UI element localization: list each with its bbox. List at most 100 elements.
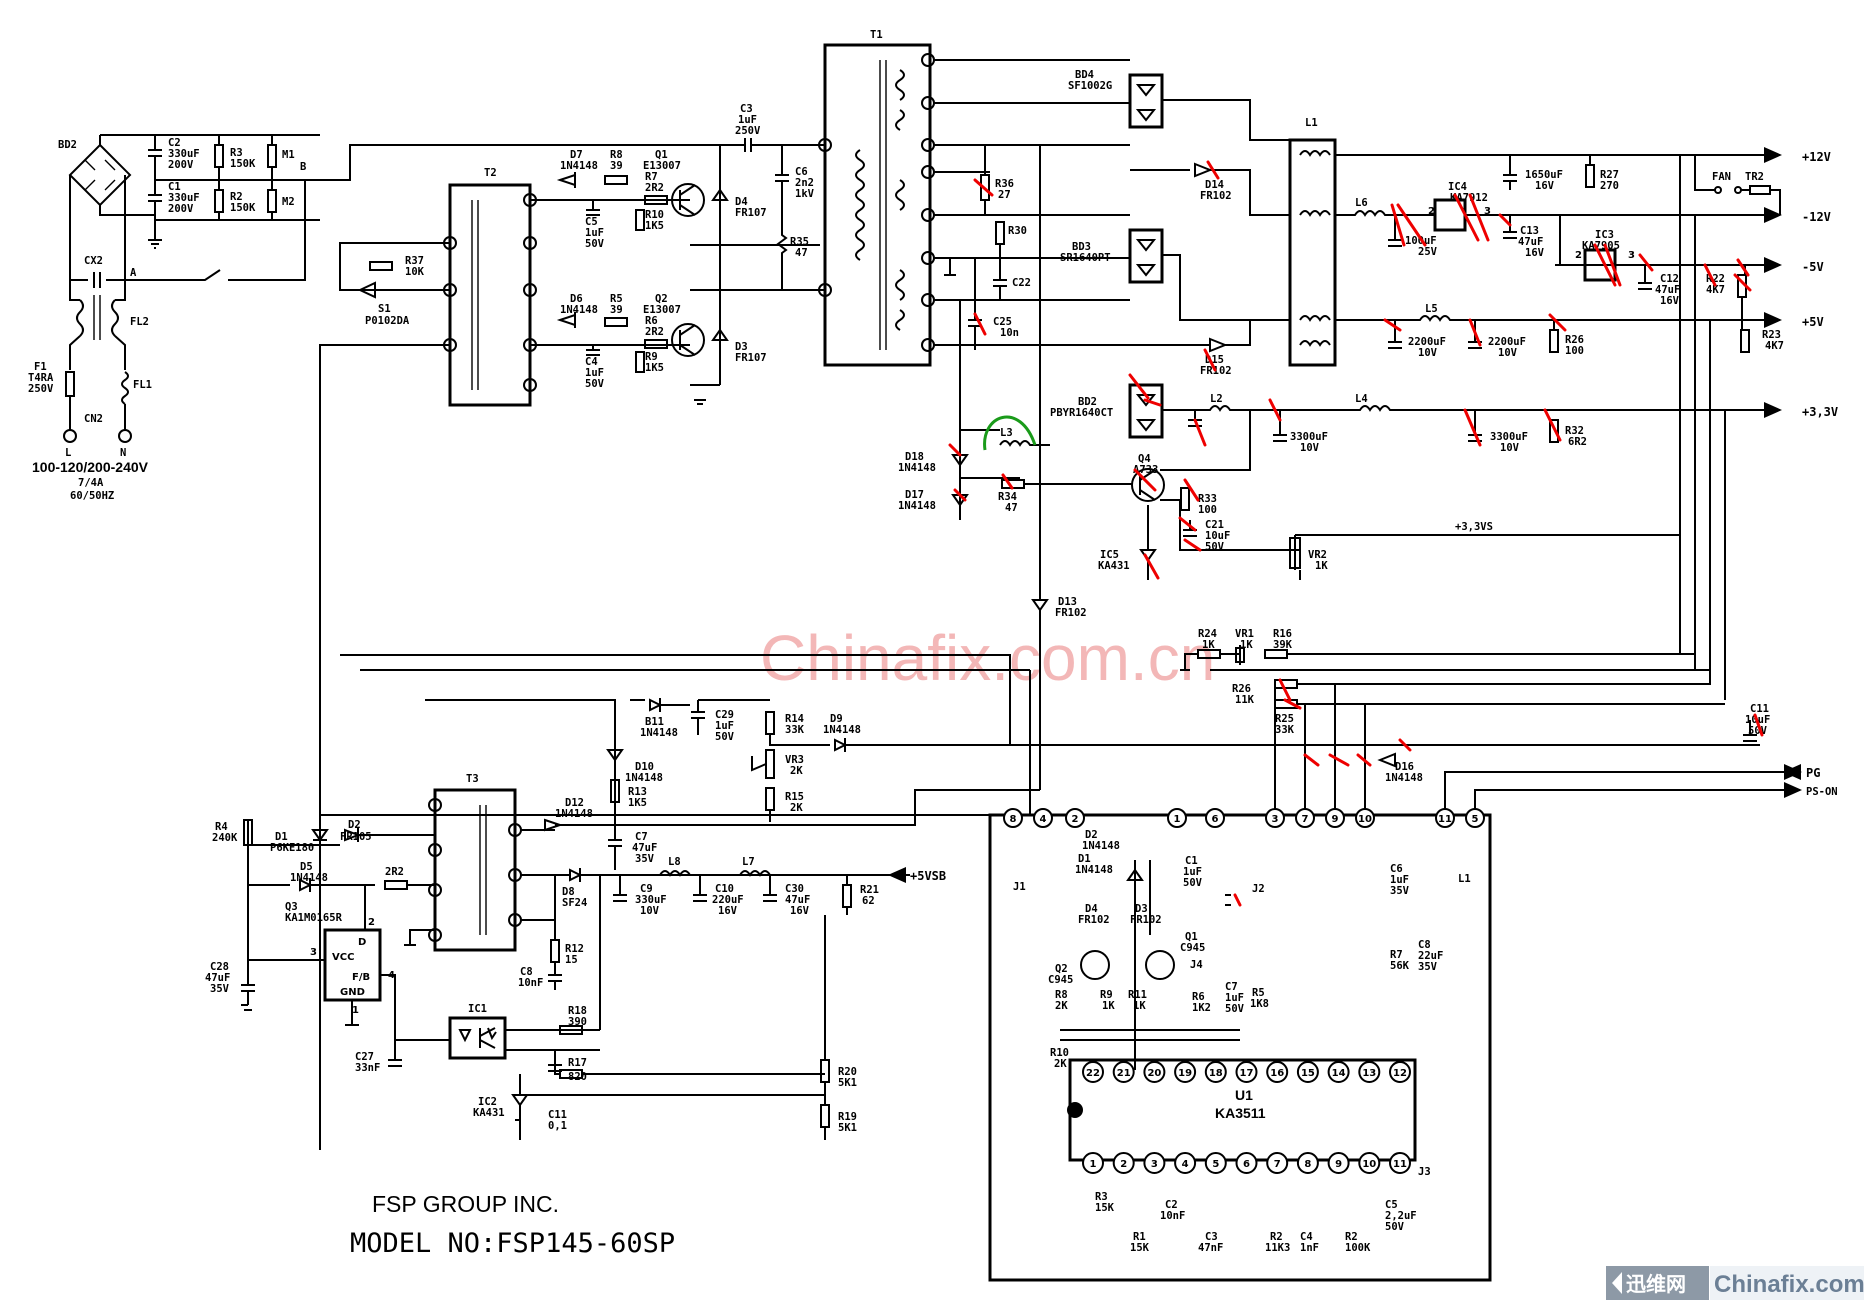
svg-text:R9: R9 [645,351,658,363]
watermark: Chinafix.com.cn [760,622,1215,694]
svg-text:22uF: 22uF [1418,950,1443,962]
svg-text:27: 27 [998,189,1011,201]
bridge-bd2 [68,143,132,207]
svg-text:R37: R37 [405,255,424,267]
input-spec-current: 7/4A [78,477,104,489]
ka3511-top-pin-label: 18 [1209,1068,1223,1079]
svg-text:16V: 16V [1535,180,1555,192]
svg-text:Q2: Q2 [655,293,668,305]
svg-text:100K: 100K [1345,1242,1371,1254]
svg-text:250V: 250V [28,383,54,395]
svg-text:10K: 10K [405,266,425,278]
svg-text:16V: 16V [718,905,738,917]
u1-header-pin-label: 1 [1174,814,1181,825]
svg-text:1N4148: 1N4148 [625,772,663,784]
annotation-marks [948,160,1764,907]
u1-header-pin-label: 6 [1212,814,1219,825]
svg-text:2R2: 2R2 [645,182,664,194]
input-spec-freq: 60/50HZ [70,490,114,502]
svg-text:330uF: 330uF [168,148,200,160]
svg-text:R6: R6 [1192,991,1205,1003]
svg-text:D7: D7 [570,149,583,161]
optocoupler-ic1 [448,1016,507,1060]
svg-text:330uF: 330uF [168,192,200,204]
signal-pg: PG [1806,766,1820,780]
svg-text:KA431: KA431 [1098,560,1130,572]
svg-text:FR107: FR107 [735,207,767,219]
secondary-rectifiers: BD4 SF1002G BD3 SR1640PT BD2 PBYR1640CT … [968,69,1290,439]
svg-text:1N4148: 1N4148 [560,160,598,172]
ka3511-bottom-pin-label: 9 [1335,1159,1342,1170]
u1-header-pin-circle [1325,808,1345,828]
svg-text:1uF: 1uF [738,114,757,126]
node-b: B [300,161,306,173]
ka3511-bottom-pin-circle [1082,1152,1104,1174]
svg-text:1N4148: 1N4148 [823,724,861,736]
corner-logo: 迅维网 Chinafix.com [1606,1266,1864,1300]
svg-text:R15: R15 [785,791,804,803]
u1-header-pin-label: 8 [1010,814,1017,825]
svg-text:47uF: 47uF [785,894,810,906]
u1-header-pin-circle [1435,808,1455,828]
u1-header-pin-circle [1205,808,1225,828]
svg-text:U1: U1 [1235,1087,1253,1103]
svg-text:2,2uF: 2,2uF [1385,1210,1417,1222]
svg-text:R19: R19 [838,1111,857,1123]
svg-text:1nF: 1nF [1300,1242,1319,1254]
svg-text:C6: C6 [1390,863,1403,875]
u1-outline [988,813,1492,1282]
ka3511-top-pin-circle [1112,1061,1135,1083]
svg-text:C3: C3 [740,103,753,115]
svg-text:0,1: 0,1 [548,1120,567,1132]
ka3511-top-pin-label: 20 [1147,1068,1161,1079]
svg-text:47nF: 47nF [1198,1242,1223,1254]
svg-text:C8: C8 [1418,939,1431,951]
svg-text:R17: R17 [568,1057,587,1069]
svg-text:D4: D4 [1085,903,1098,915]
svg-text:10nF: 10nF [518,977,543,989]
ka3511-bottom-pin-label: 8 [1304,1159,1311,1170]
svg-text:CX2: CX2 [84,255,103,267]
svg-text:R9: R9 [1100,989,1113,1001]
svg-text:B11: B11 [645,716,664,728]
svg-text:390: 390 [568,1016,587,1028]
ka3511-top-pin-label: 22 [1086,1068,1100,1079]
label-p33vs: +3,3VS [1455,521,1493,533]
svg-text:1650uF: 1650uF [1525,169,1563,181]
rail-p5v: +5V [1802,315,1824,329]
svg-text:R6: R6 [645,315,658,327]
ka3511-bottom-pin-label: 10 [1362,1159,1376,1170]
ka3511-top-pin-label: 12 [1393,1068,1407,1079]
svg-text:D16: D16 [1395,761,1414,773]
svg-text:D10: D10 [635,761,654,773]
svg-text:R25: R25 [1275,713,1294,725]
svg-text:L8: L8 [668,856,681,868]
svg-text:IC3: IC3 [1595,229,1614,241]
svg-text:47: 47 [1005,502,1018,514]
svg-text:1N4148: 1N4148 [1082,840,1120,852]
svg-text:Q3: Q3 [285,901,298,913]
svg-text:3300uF: 3300uF [1490,431,1528,443]
svg-text:2200uF: 2200uF [1488,336,1526,348]
svg-text:FR107: FR107 [735,352,767,364]
svg-text:R30: R30 [1008,225,1027,237]
svg-text:50V: 50V [1385,1221,1405,1233]
svg-text:2: 2 [368,917,375,928]
svg-text:10n: 10n [1000,327,1019,339]
svg-text:6R2: 6R2 [1568,436,1587,448]
svg-text:E13007: E13007 [643,160,681,172]
svg-text:FR105: FR105 [340,831,372,843]
svg-text:2K: 2K [790,802,803,814]
svg-text:N: N [120,447,126,459]
svg-text:S1: S1 [378,303,391,315]
svg-text:35V: 35V [1390,885,1410,897]
svg-text:J3: J3 [1418,1166,1431,1178]
svg-text:D: D [358,937,366,948]
svg-text:16V: 16V [1660,295,1680,307]
svg-text:1K5: 1K5 [645,362,664,374]
svg-text:Q1: Q1 [1185,931,1198,943]
mag-amp-section: L3 D18 1N4148 D17 1N4148 R34 47 Q4 A733 … [898,145,1725,790]
svg-text:16V: 16V [790,905,810,917]
svg-text:D1: D1 [275,831,288,843]
u1-header-pin-label: 9 [1332,814,1339,825]
